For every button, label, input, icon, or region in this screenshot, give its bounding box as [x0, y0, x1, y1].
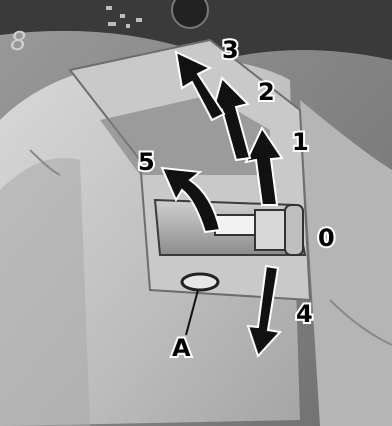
- control-lever: [155, 200, 305, 255]
- steering-wheel-shadow: [0, 158, 90, 426]
- callout-1: 1: [292, 128, 309, 156]
- callout-2: 2: [258, 78, 275, 106]
- callout-4: 4: [296, 300, 313, 328]
- gauge-digit: 8: [10, 27, 27, 57]
- gauge-knob: [172, 0, 208, 28]
- callout-a: A: [172, 334, 191, 362]
- callout-0: 0: [318, 224, 335, 252]
- callout-3: 3: [222, 36, 239, 64]
- callout-5: 5: [138, 148, 155, 176]
- ring-button-a: [182, 274, 218, 290]
